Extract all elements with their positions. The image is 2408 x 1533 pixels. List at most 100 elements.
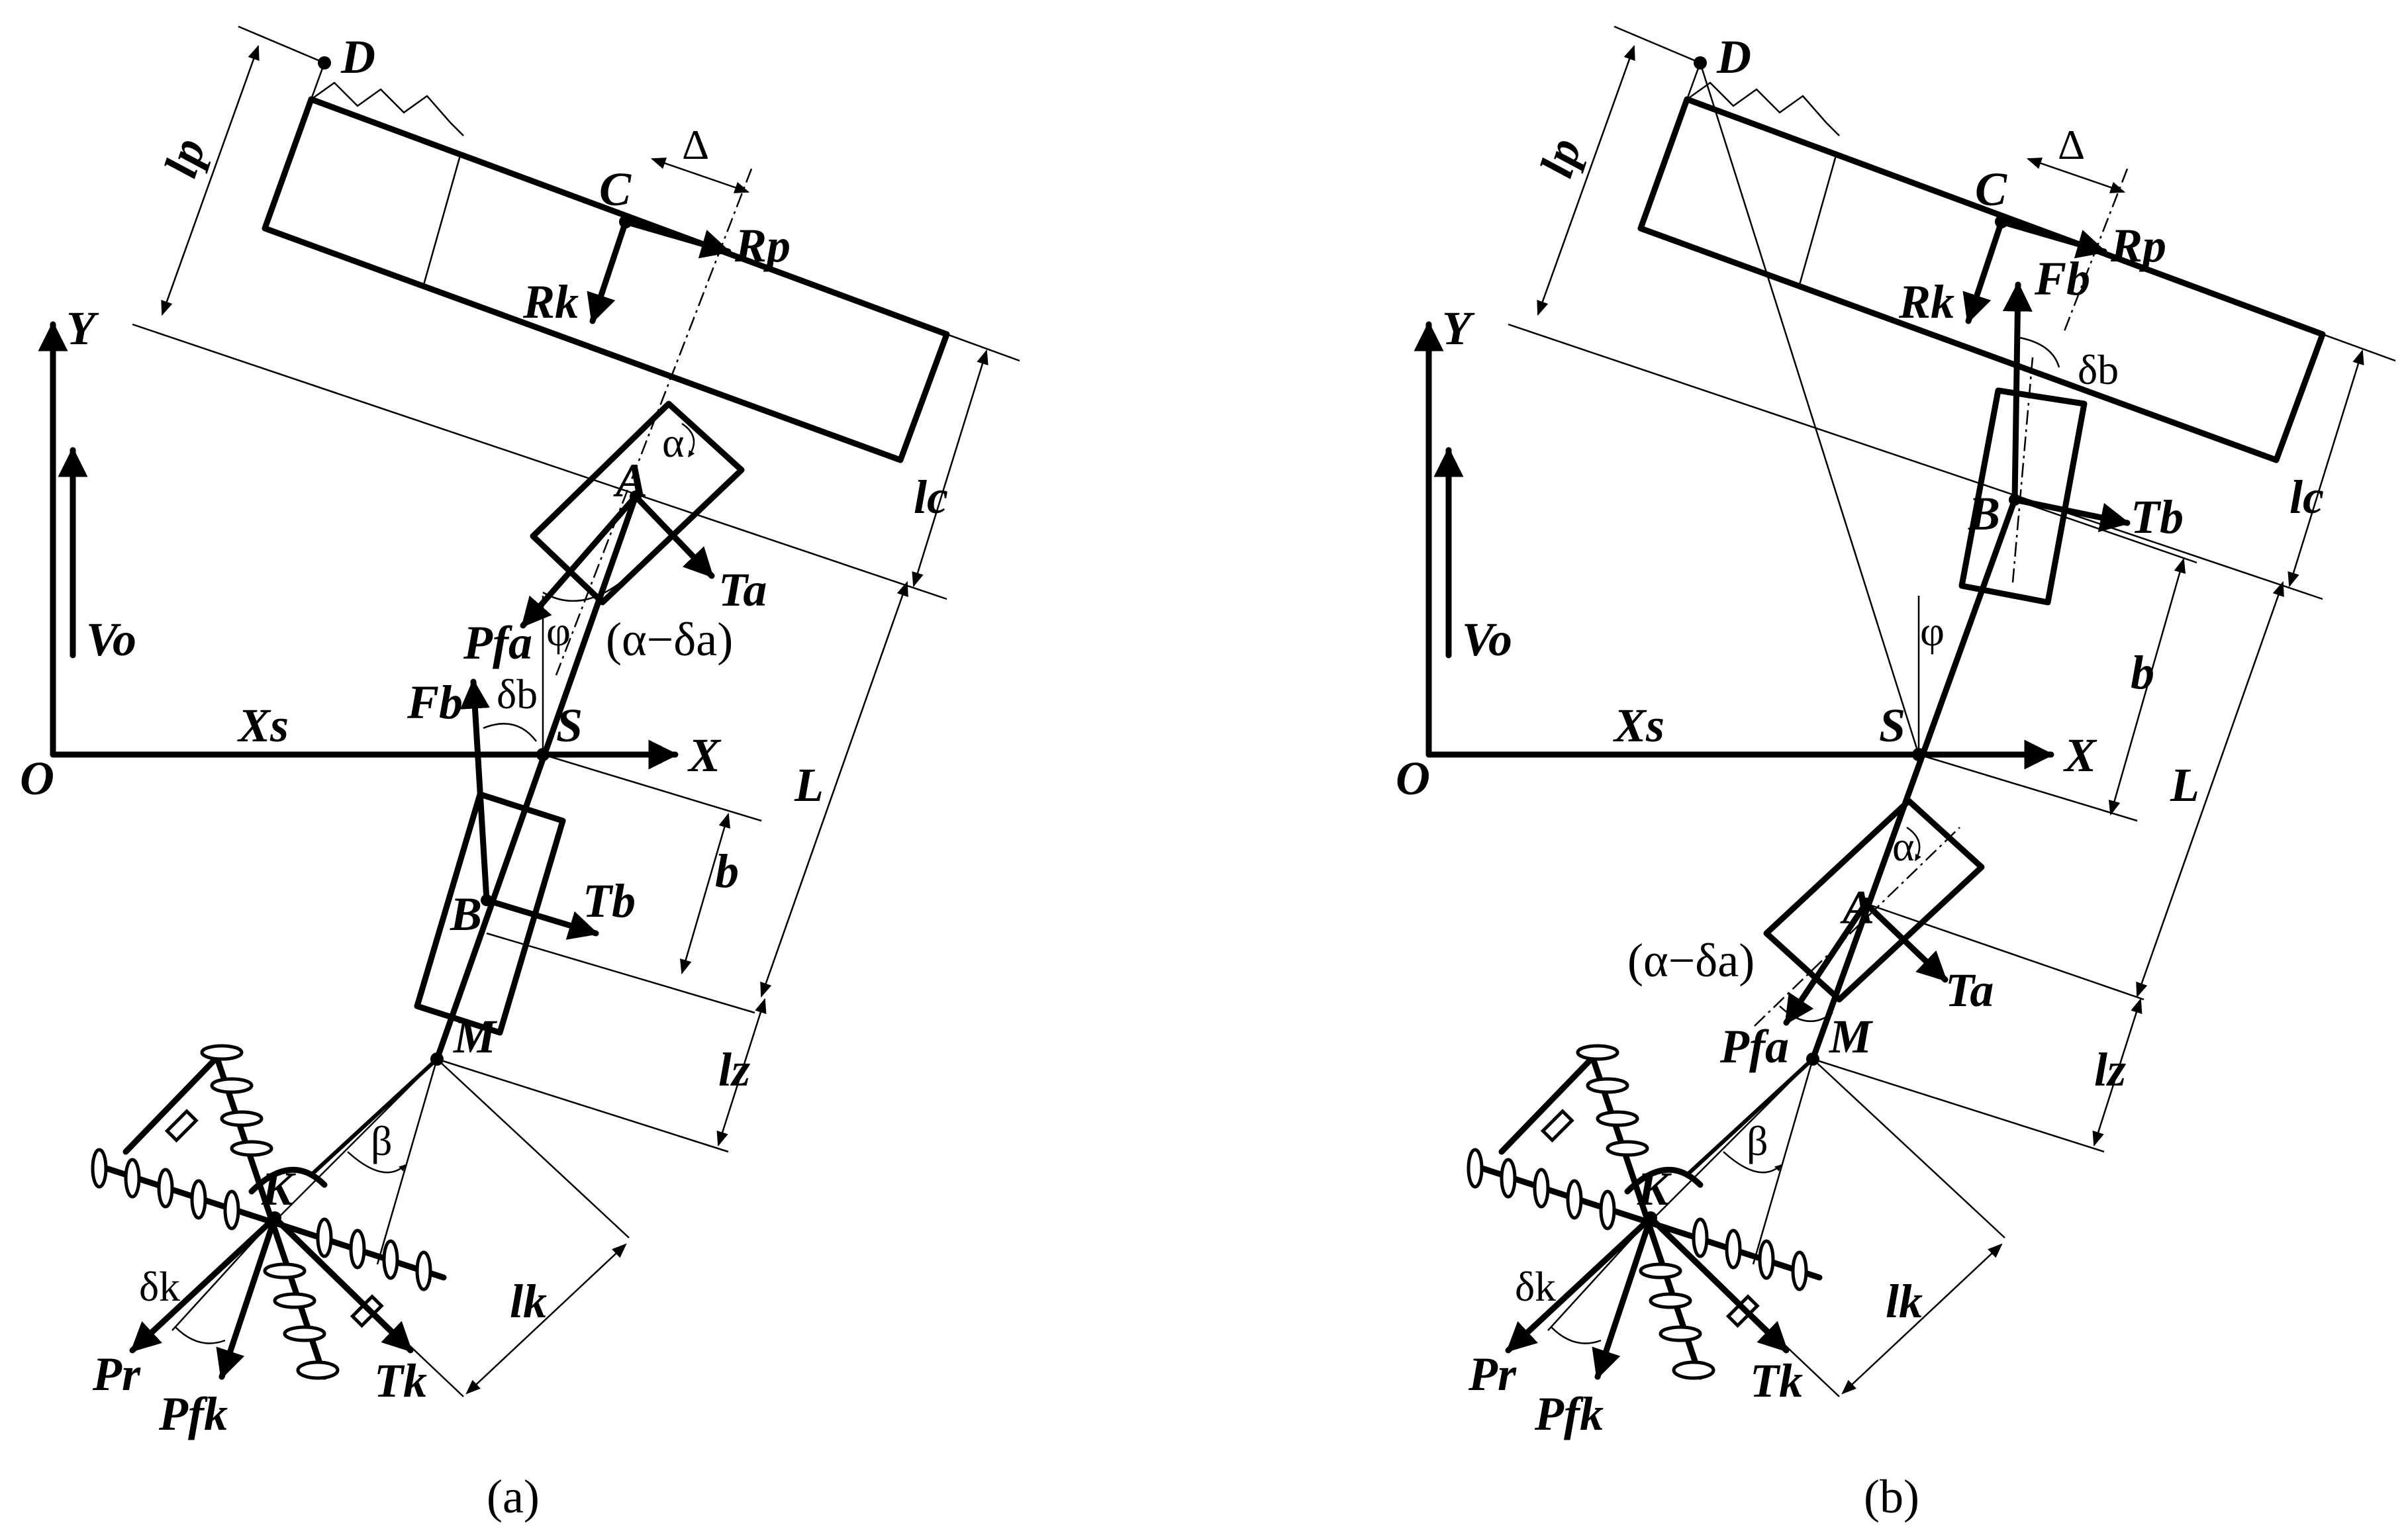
pfk-label-a: Pfk [158,1387,228,1440]
teeth-b [1686,81,1840,136]
b-dim-label-b: b [2131,646,2154,699]
delta-k-label-b: δk [1515,1263,1556,1310]
lp-dim-b [1537,44,1635,316]
ta-label-a: Ta [718,563,767,616]
lz-dim-b [2092,998,2143,1147]
L-dim-b [2136,581,2284,998]
pr-arrow-a [129,1215,278,1354]
leveller-board-a [262,96,950,463]
b-label-b: B [1968,487,2000,540]
pr-arrow-b [1505,1215,1654,1354]
frame-rod-b [1809,496,2018,1062]
pfa-label-a: Pfa [463,616,532,669]
alpha-delta-label-b: (α−δa) [1627,934,1755,987]
pfa-label-b: Pfa [1719,1020,1789,1073]
L-dim-a [760,581,908,998]
tk-arrow-b [1647,1215,1790,1354]
tb-label-b: Tb [2131,490,2184,543]
pr-label-a: Pr [92,1348,141,1401]
lk-label-b: lk [1886,1275,1923,1328]
delta-dim-b [2026,158,2126,193]
c-label-b: C [1975,163,2007,216]
rear-wheel-b [1958,387,2088,606]
rk-label-b: Rk [1898,275,1954,328]
delta-k-label-a: δk [139,1263,180,1310]
lp-label-a: lp [154,132,215,183]
tk-arrow-a [271,1215,414,1354]
pfk-label-b: Pfk [1534,1387,1604,1440]
delta-dim-a [650,158,750,193]
m-label-a: M [453,1010,498,1063]
d-label-a: D [340,30,375,83]
rp-arrow-b [1998,218,2107,259]
teeth-a [311,81,464,136]
b-label-a: B [450,888,482,941]
rk-arrow-b [1962,218,2005,324]
lp-dim-a [161,44,260,316]
ta-arrow-a [632,493,715,579]
y-label-a: Y [66,302,99,355]
x-label-a: X [687,729,722,782]
b-dim-a [680,812,730,975]
lk-dim-b [1841,1243,2003,1395]
m-label-b: M [1829,1010,1874,1063]
y-label-b: Y [1442,302,1475,355]
alpha-delta-label-a: (α−δa) [606,613,733,666]
delta-b-label-a: δb [497,671,538,718]
fb-arrow-a [459,678,490,904]
lc-label-b: lc [2289,471,2324,524]
delta-b-label-b: δb [2078,346,2119,393]
vo-label-b: Vo [1462,613,1512,666]
lc-dim-b [2288,349,2364,588]
phi-label-a: φ [546,608,571,655]
L-label-a: L [794,759,824,812]
beta-label-b: β [1747,1117,1768,1164]
origin-label-b: O [1396,752,1430,805]
pfa-arrow-b [1783,900,1869,1026]
pfa-arrow-a [520,493,639,629]
vo-label-a: Vo [86,613,136,666]
d-s-line-b [1699,62,1920,755]
rp-arrow-a [622,218,732,259]
fb-arrow-b [2002,281,2033,503]
delta-top-label-a: Δ [682,121,709,168]
beta-label-a: β [371,1117,393,1164]
panel-a: O Y Vo Xs X D C Rp Rk Δ lp lc A α [20,25,1020,1523]
lc-label-a: lc [914,471,948,524]
caption-a: (a) [487,1470,540,1523]
tb-arrow-a [483,897,599,940]
xs-label-a: Xs [237,699,289,752]
fb-label-a: Fb [407,676,463,729]
lz-dim-a [716,998,767,1147]
frame-rod-a [434,493,639,1062]
pfk-arrow-b [1592,1215,1654,1380]
b-dim-label-a: b [715,845,739,898]
rk-arrow-a [587,218,629,324]
k-label-b: K [1637,1162,1672,1215]
panel-b: O Y Vo Xs X D C Rp Rk Δ lp lc B [1396,25,2396,1523]
pfk-arrow-a [216,1215,278,1380]
rear-wheel-a [414,791,566,1036]
phi-label-b: φ [1920,608,1945,655]
x-label-b: X [2063,729,2097,782]
fb-label-b: Fb [2034,252,2090,305]
front-wheel-a [530,400,745,606]
L-label-b: L [2170,759,2199,812]
s-label-a: S [556,699,583,752]
lz-label-a: lz [718,1043,750,1096]
k-label-a: K [261,1162,297,1215]
lk-dim-a [465,1243,627,1395]
tb-label-a: Tb [583,874,636,927]
d-label-b: D [1716,30,1751,83]
origin-label-a: O [20,752,54,805]
delta-top-label-b: Δ [2058,121,2085,168]
rk-label-a: Rk [522,275,579,328]
c-label-a: C [599,163,632,216]
lz-label-b: lz [2094,1043,2126,1096]
rp-label-a: Rp [734,219,791,272]
xs-label-b: Xs [1613,699,1664,752]
lk-label-a: lk [510,1275,547,1328]
leveller-board-b [1637,96,2326,463]
ta-arrow-b [1862,900,1949,983]
